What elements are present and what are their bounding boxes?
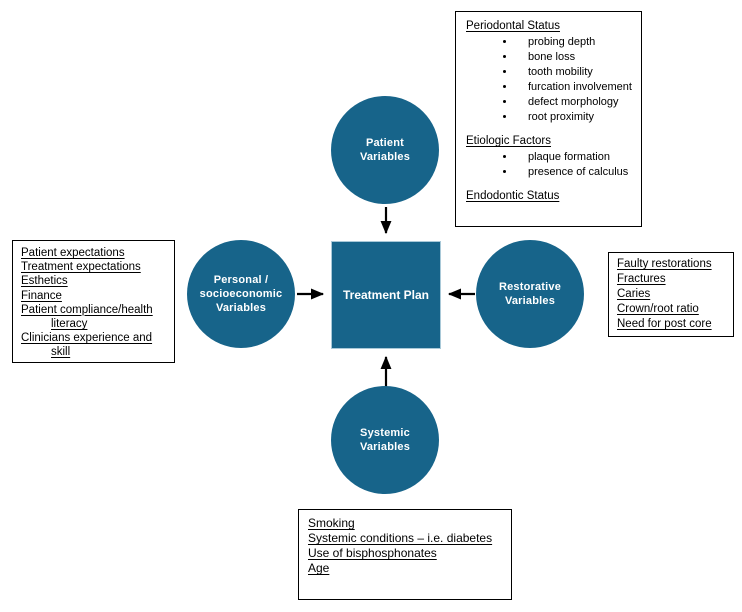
- list-item: Fractures: [617, 273, 666, 285]
- node-restorative-variables: Restorative Variables: [476, 240, 584, 348]
- list-item: furcation involvement: [516, 80, 632, 95]
- node-patient-variables: Patient Variables: [331, 96, 439, 204]
- node-label-line: Variables: [359, 151, 411, 163]
- node-personal-socioeconomic-variables: Personal / socioeconomic Variables: [187, 240, 295, 348]
- box-periodontal-status: Periodontal Status probing depth bone lo…: [455, 11, 642, 227]
- list-item: tooth mobility: [516, 65, 631, 80]
- list-item: Finance: [21, 289, 62, 302]
- section-heading: Periodontal Status: [466, 20, 560, 32]
- node-treatment-plan: Treatment Plan: [331, 241, 441, 349]
- node-label-line: Variables: [215, 302, 267, 314]
- list-item: root proximity: [516, 110, 631, 125]
- list-item: probing depth: [516, 35, 631, 50]
- list-item: Treatment expectations: [21, 261, 141, 274]
- list-item: Patient compliance/health literacy: [21, 303, 153, 331]
- list-item: Systemic conditions – i.e. diabetes: [308, 531, 493, 545]
- node-label-line: Variables: [359, 441, 411, 453]
- treatment-plan-label: Treatment Plan: [342, 288, 430, 302]
- list-item: Need for post core: [617, 318, 712, 330]
- list-item: Clinicians experience and skill: [21, 332, 153, 359]
- bullet-list: probing depth bone loss tooth mobility f…: [466, 35, 632, 125]
- box-personal-factors: Patient expectations Treatment expectati…: [12, 240, 175, 363]
- node-label-line: socioeconomic: [199, 288, 283, 300]
- list-item: Crown/root ratio: [617, 303, 699, 315]
- section-heading: Endodontic Status: [466, 190, 560, 202]
- box-restorative-factors: Faulty restorations Fractures Caries Cro…: [608, 252, 734, 337]
- node-label-line: Restorative: [498, 281, 562, 293]
- list-item: Esthetics: [21, 275, 68, 288]
- list-item: plaque formation: [516, 150, 631, 165]
- section-heading: Etiologic Factors: [466, 135, 552, 147]
- list-item: Age: [308, 561, 330, 575]
- bullet-list: plaque formation presence of calculus: [466, 150, 631, 180]
- list-item: Patient expectations: [21, 247, 125, 259]
- list-item: defect morphology: [516, 95, 631, 110]
- list-item: Smoking: [308, 516, 355, 530]
- box-systemic-factors: Smoking Systemic conditions – i.e. diabe…: [298, 509, 512, 600]
- list-item: Faulty restorations: [617, 258, 712, 270]
- list-item: presence of calculus: [516, 165, 631, 180]
- node-systemic-variables: Systemic Variables: [331, 386, 439, 494]
- node-label-line: Variables: [504, 295, 556, 307]
- node-label-line: Patient: [365, 137, 405, 149]
- node-label-line: Systemic: [360, 427, 410, 439]
- list-item: Use of bisphosphonates: [308, 546, 437, 560]
- node-label-line: Personal /: [213, 274, 269, 286]
- list-item: Caries: [617, 288, 651, 300]
- list-item: bone loss: [516, 50, 631, 65]
